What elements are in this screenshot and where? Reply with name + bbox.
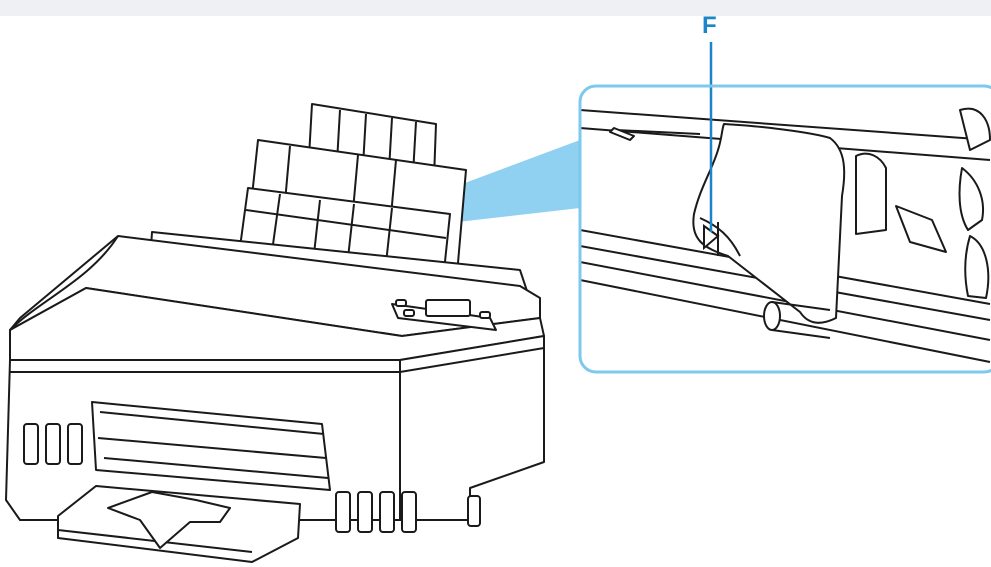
zoom-callout — [578, 42, 991, 374]
zoom-callout-border — [578, 84, 991, 374]
top-band — [0, 0, 991, 16]
output-tray — [57, 485, 301, 563]
printer-body — [5, 231, 545, 533]
callout-label-f: F — [702, 12, 717, 39]
